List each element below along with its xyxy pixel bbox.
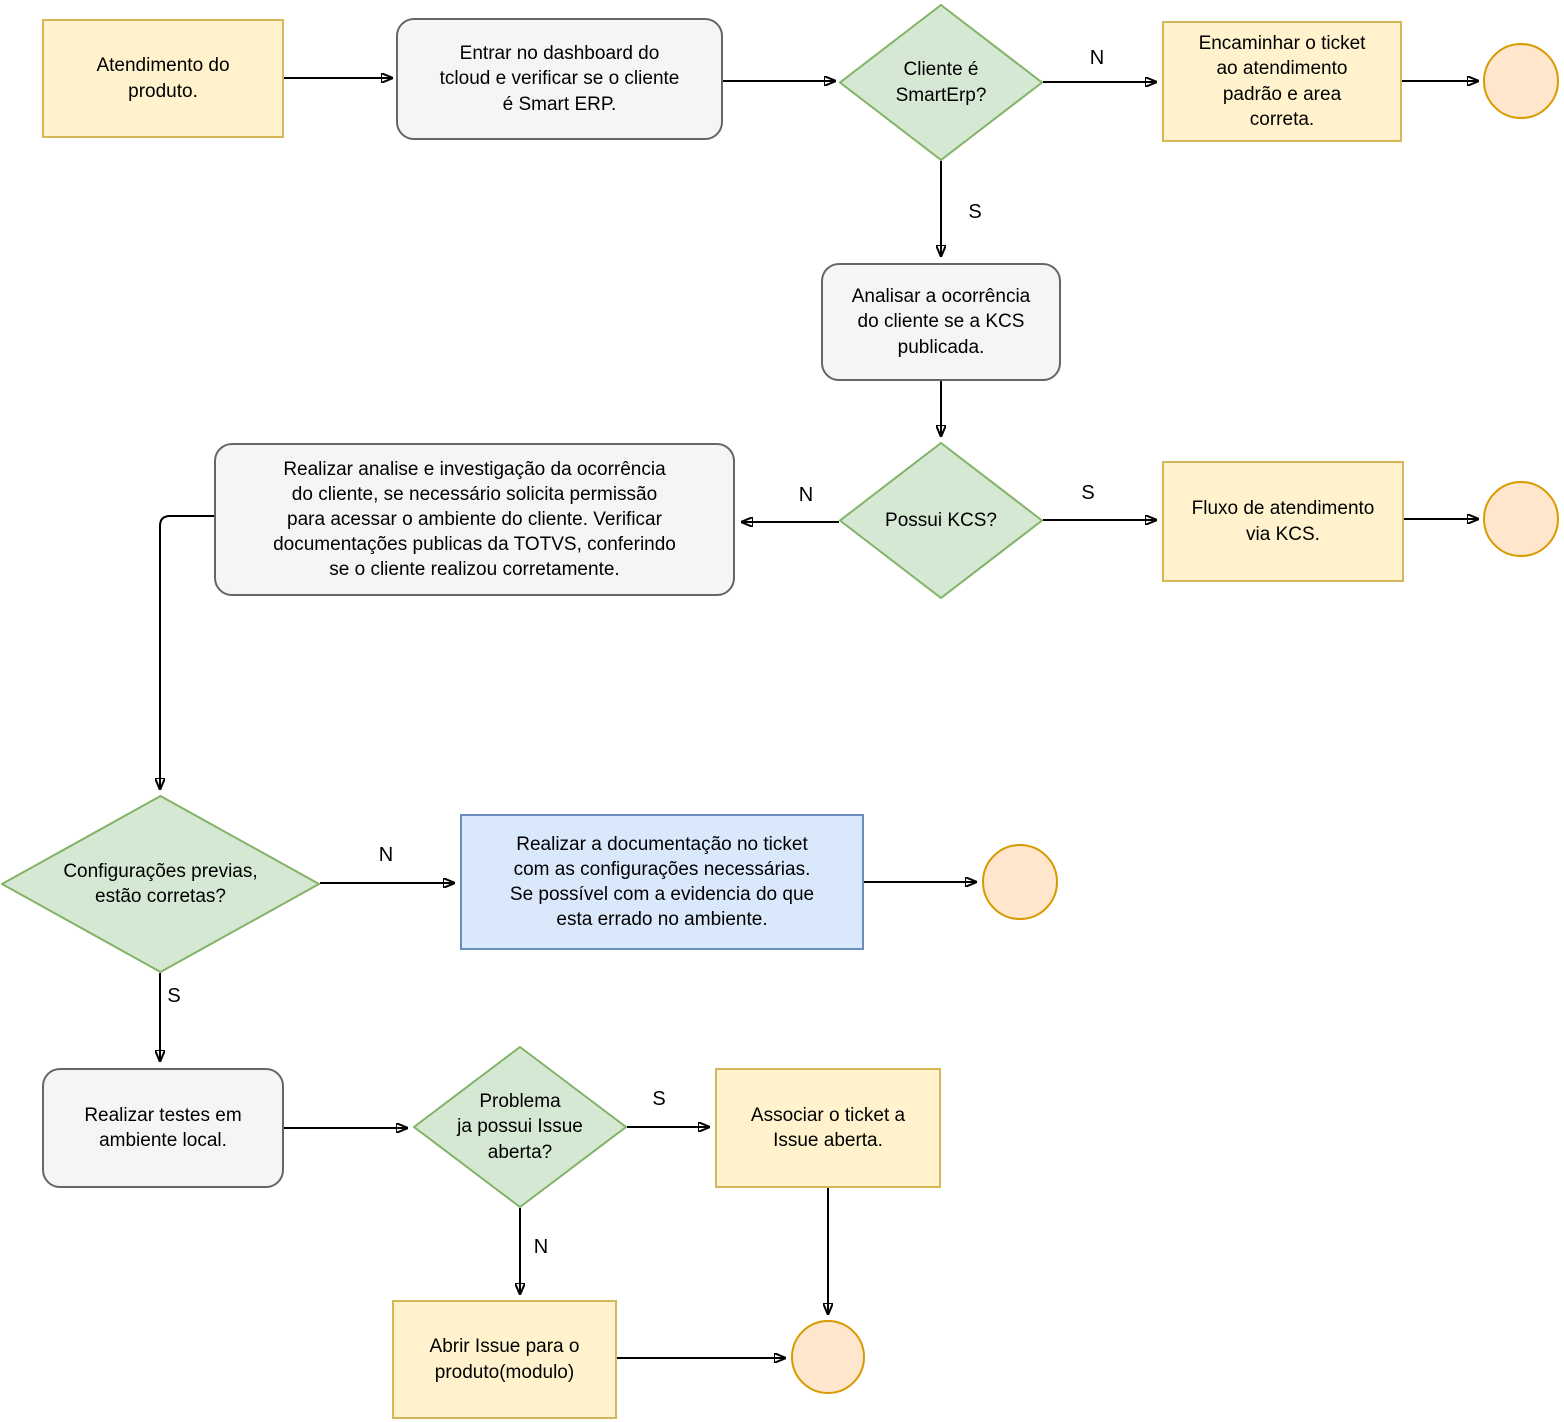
end-terminator-1 bbox=[1483, 43, 1559, 119]
node-kcs-flow-label: Fluxo de atendimento via KCS. bbox=[1191, 498, 1375, 545]
edge-label-config-no: N bbox=[378, 844, 394, 866]
decision-has-kcs-label: Possui KCS? bbox=[885, 509, 997, 531]
decision-issue-exists-label: Problema ja possui Issue aberta? bbox=[457, 1091, 583, 1163]
decision-config-ok-label: Configurações previas, estão corretas? bbox=[63, 860, 258, 907]
end-terminator-3 bbox=[982, 844, 1058, 920]
edge-label-smarterp-yes: S bbox=[968, 201, 982, 223]
node-local-tests: Realizar testes em ambiente local. bbox=[42, 1068, 284, 1188]
decision-has-kcs: Possui KCS? bbox=[839, 442, 1043, 599]
diamond-shape bbox=[1, 795, 320, 973]
node-associate-issue-label: Associar o ticket a Issue aberta. bbox=[750, 1104, 906, 1151]
node-open-issue: Abrir Issue para o produto(modulo) bbox=[392, 1300, 617, 1419]
decision-config-ok: Configurações previas, estão corretas? bbox=[1, 795, 320, 973]
end-terminator-2 bbox=[1483, 481, 1559, 557]
edge-label-kcs-yes: S bbox=[1081, 482, 1095, 504]
decision-issue-exists: Problema ja possui Issue aberta? bbox=[413, 1046, 627, 1208]
node-start: Atendimento do produto. bbox=[42, 19, 284, 138]
node-associate-issue: Associar o ticket a Issue aberta. bbox=[715, 1068, 941, 1188]
node-local-tests-label: Realizar testes em ambiente local. bbox=[84, 1104, 242, 1151]
diamond-shape bbox=[413, 1046, 627, 1208]
diamond-shape bbox=[839, 4, 1043, 161]
node-kcs-flow: Fluxo de atendimento via KCS. bbox=[1162, 461, 1404, 582]
node-dashboard-label: Entrar no dashboard do tcloud e verifica… bbox=[439, 43, 680, 115]
diamond-shape bbox=[839, 442, 1043, 599]
edge-label-smarterp-no: N bbox=[1089, 47, 1105, 69]
edge-label-issue-yes: S bbox=[652, 1088, 666, 1110]
edge-label-kcs-no: N bbox=[798, 484, 814, 506]
node-analyze-kcs-label: Analisar a ocorrência do cliente se a KC… bbox=[851, 286, 1031, 358]
node-open-issue-label: Abrir Issue para o produto(modulo) bbox=[429, 1336, 580, 1383]
node-analyze-kcs: Analisar a ocorrência do cliente se a KC… bbox=[821, 263, 1061, 381]
node-investigate-label: Realizar analise e investigação da ocorr… bbox=[273, 458, 676, 581]
node-document-ticket-label: Realizar a documentação no ticket com as… bbox=[509, 833, 815, 931]
connector-investigate-to-configok bbox=[160, 515, 214, 789]
edge-label-issue-no: N bbox=[533, 1236, 549, 1258]
node-forward-ticket: Encaminhar o ticket ao atendimento padrã… bbox=[1162, 21, 1402, 142]
node-forward-ticket-label: Encaminhar o ticket ao atendimento padrã… bbox=[1198, 33, 1366, 130]
edge-label-config-yes: S bbox=[167, 985, 181, 1007]
node-investigate: Realizar analise e investigação da ocorr… bbox=[214, 443, 735, 596]
end-terminator-4 bbox=[791, 1320, 865, 1394]
node-dashboard: Entrar no dashboard do tcloud e verifica… bbox=[396, 18, 723, 140]
node-document-ticket: Realizar a documentação no ticket com as… bbox=[460, 814, 864, 950]
decision-is-smarterp: Cliente é SmartErp? bbox=[839, 4, 1043, 161]
node-start-label: Atendimento do produto. bbox=[96, 55, 230, 102]
decision-is-smarterp-label: Cliente é SmartErp? bbox=[895, 59, 987, 106]
